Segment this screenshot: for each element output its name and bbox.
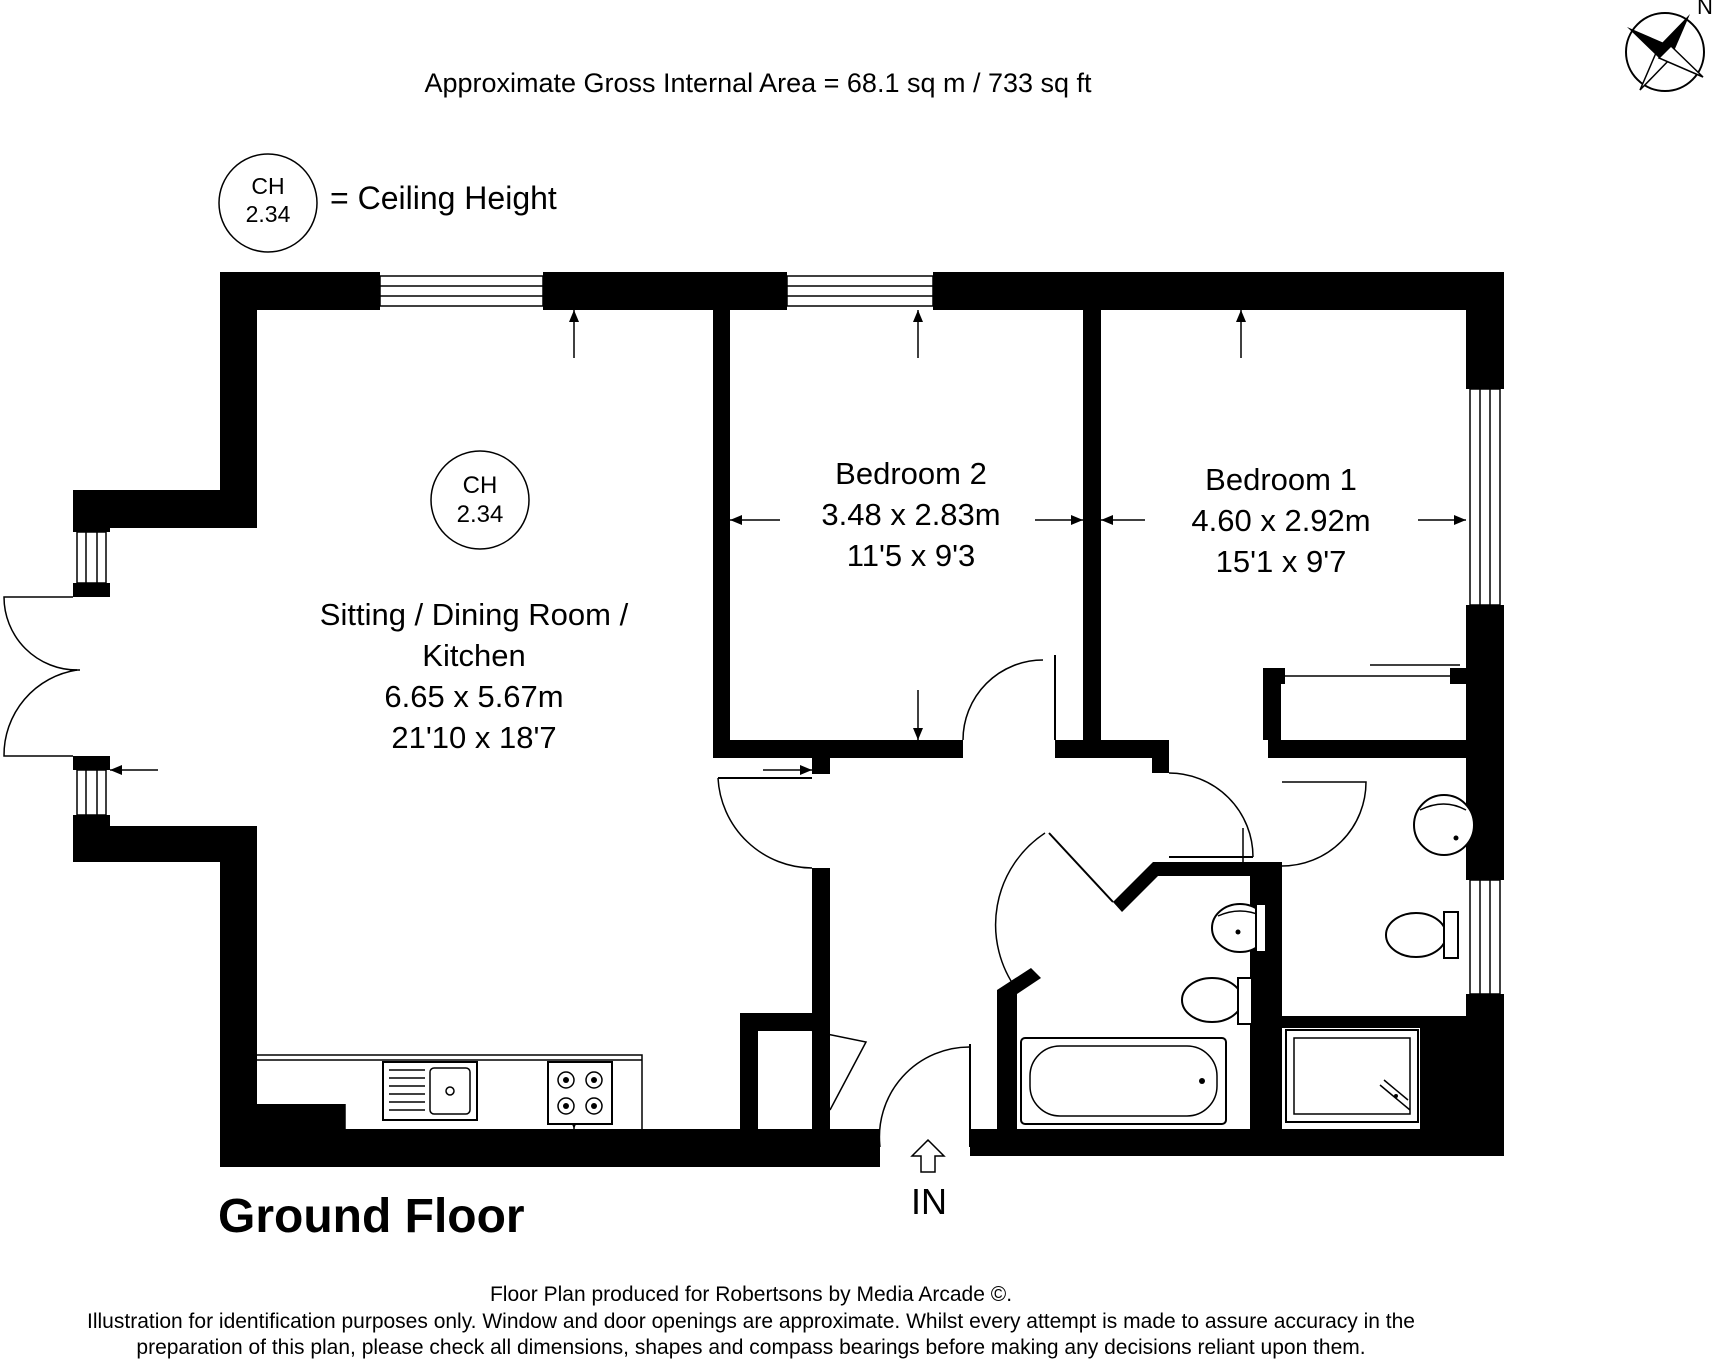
entrance-arrow-icon: [910, 1138, 946, 1173]
bedroom1-metric: 4.60 x 2.92m: [1191, 503, 1370, 538]
bedroom1-name: Bedroom 1: [1205, 462, 1357, 497]
compass-icon: [1625, 12, 1705, 92]
sitting-ch-line2: 2.34: [457, 501, 504, 528]
bedroom2-imperial: 11'5 x 9'3: [847, 538, 975, 573]
sitting-name-line2: Kitchen: [422, 638, 525, 673]
doors: [3, 596, 1460, 1148]
bathtub-icon: [1020, 1037, 1227, 1125]
footer-credit: Floor Plan produced for Robertsons by Me…: [490, 1283, 1012, 1306]
bathroom-toilet-icon: [1181, 977, 1253, 1025]
kitchen-sink-icon: [382, 1061, 478, 1121]
room-bedroom-1: Bedroom 1 4.60 x 2.92m 15'1 x 9'7: [1191, 462, 1370, 579]
room-bedroom-2: Bedroom 2 3.48 x 2.83m 11'5 x 9'3: [821, 456, 1000, 573]
legend-text: = Ceiling Height: [330, 180, 557, 216]
bedroom2-name: Bedroom 2: [835, 456, 987, 491]
legend-badge-line1: CH: [251, 173, 284, 199]
compass-north-label: N: [1697, 0, 1712, 19]
footer-disclaimer-line2: preparation of this plan, please check a…: [136, 1336, 1365, 1359]
windows: [76, 275, 1501, 995]
ceiling-height-legend: CH 2.34: [218, 153, 318, 253]
sitting-ch-line1: CH: [463, 472, 498, 499]
footer-disclaimer-line1: Illustration for identification purposes…: [87, 1310, 1415, 1333]
bedroom1-imperial: 15'1 x 9'7: [1216, 544, 1347, 579]
bathroom-basin-icon: [1211, 903, 1269, 953]
ensuite-toilet-icon: [1385, 911, 1459, 959]
entrance-label: IN: [911, 1181, 947, 1222]
bedroom2-metric: 3.48 x 2.83m: [821, 497, 1000, 532]
walls: [73, 272, 1504, 1167]
sitting-name-line1: Sitting / Dining Room /: [320, 597, 629, 632]
shower-tray-icon: [1285, 1029, 1419, 1123]
ensuite-basin-icon: [1413, 794, 1475, 856]
gross-area-text: Approximate Gross Internal Area = 68.1 s…: [424, 68, 1092, 98]
room-sitting-dining-kitchen: CH 2.34 Sitting / Dining Room / Kitchen …: [320, 450, 629, 755]
sitting-imperial: 21'10 x 18'7: [391, 720, 556, 755]
kitchen-worktop: [257, 1054, 643, 1129]
floor-title: Ground Floor: [218, 1190, 525, 1243]
sitting-metric: 6.65 x 5.67m: [384, 679, 563, 714]
hob-icon: [547, 1061, 613, 1125]
legend-badge-line2: 2.34: [246, 201, 291, 227]
